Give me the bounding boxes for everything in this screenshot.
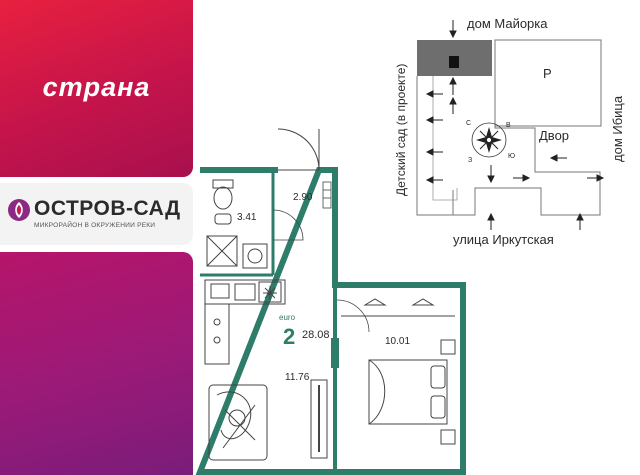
bath-door-icon <box>272 209 304 241</box>
project-logo-panel: ОСТРОВ-САД МИКРОРАЙОН В ОКРУЖЕНИИ РЕКИ <box>0 183 193 245</box>
nightstand-icon <box>440 339 456 355</box>
current-building-marker <box>449 56 459 68</box>
apartment-plan: 3.41 2.90 11.76 10.01 euro 2 28.08 <box>195 128 466 475</box>
brand-panel: страна <box>0 0 193 177</box>
fridge-icon <box>263 286 277 300</box>
bed-icon <box>368 359 448 425</box>
right-neighbor-label: дом Ибица <box>610 95 625 162</box>
site-plan: Р дом Майорка Детский сад (в проекте) до… <box>394 16 625 247</box>
room-area-bathroom: 3.41 <box>237 212 257 223</box>
washing-machine-icon <box>242 243 268 269</box>
compass-west: З <box>468 157 472 164</box>
parking-label: Р <box>543 66 552 81</box>
hanger-icon <box>363 298 435 306</box>
compass-east: В <box>506 122 511 129</box>
nightstand-icon-2 <box>440 429 456 445</box>
compass-north: С <box>466 120 471 127</box>
shower-icon <box>206 235 238 267</box>
parking-block <box>494 39 602 127</box>
yard-label: Двор <box>539 128 569 143</box>
toilet-icon <box>212 179 234 210</box>
outer-walls <box>195 167 466 475</box>
entrance-door-icon <box>277 128 320 171</box>
bedroom-door-icon <box>336 299 370 333</box>
compass-icon <box>471 122 507 158</box>
total-area: 28.08 <box>302 329 330 341</box>
project-subtitle: МИКРОРАЙОН В ОКРУЖЕНИИ РЕКИ <box>34 222 156 229</box>
sink-icon <box>214 213 232 225</box>
flower-icon <box>8 199 30 221</box>
radiator-icon <box>322 181 332 209</box>
compass-south: Ю <box>508 153 515 160</box>
room-area-bedroom: 10.01 <box>385 336 410 347</box>
project-name: ОСТРОВ-САД <box>34 197 181 220</box>
room-count: 2 <box>283 324 295 349</box>
column-icon <box>331 338 339 368</box>
decorative-panel <box>0 252 193 475</box>
top-neighbor-label: дом Майорка <box>467 16 548 31</box>
inner-outline <box>432 76 458 201</box>
building-outline <box>416 40 601 216</box>
street-label: улица Иркутская <box>453 232 554 247</box>
kindergarten-label: Детский сад (в проекте) <box>394 64 408 196</box>
floor-plan: Р дом Майорка Детский сад (в проекте) до… <box>195 16 625 475</box>
kitchen-counter-icon <box>204 279 286 365</box>
tv-stand-icon <box>310 379 328 459</box>
brand-logo: страна <box>42 72 151 102</box>
entrance-arrows <box>425 20 605 230</box>
apartment-type-label: euro <box>279 313 296 322</box>
room-area-kitchen-living: 11.76 <box>285 372 310 383</box>
sofa-icon <box>208 384 268 461</box>
room-area-hall: 2.90 <box>293 192 313 203</box>
